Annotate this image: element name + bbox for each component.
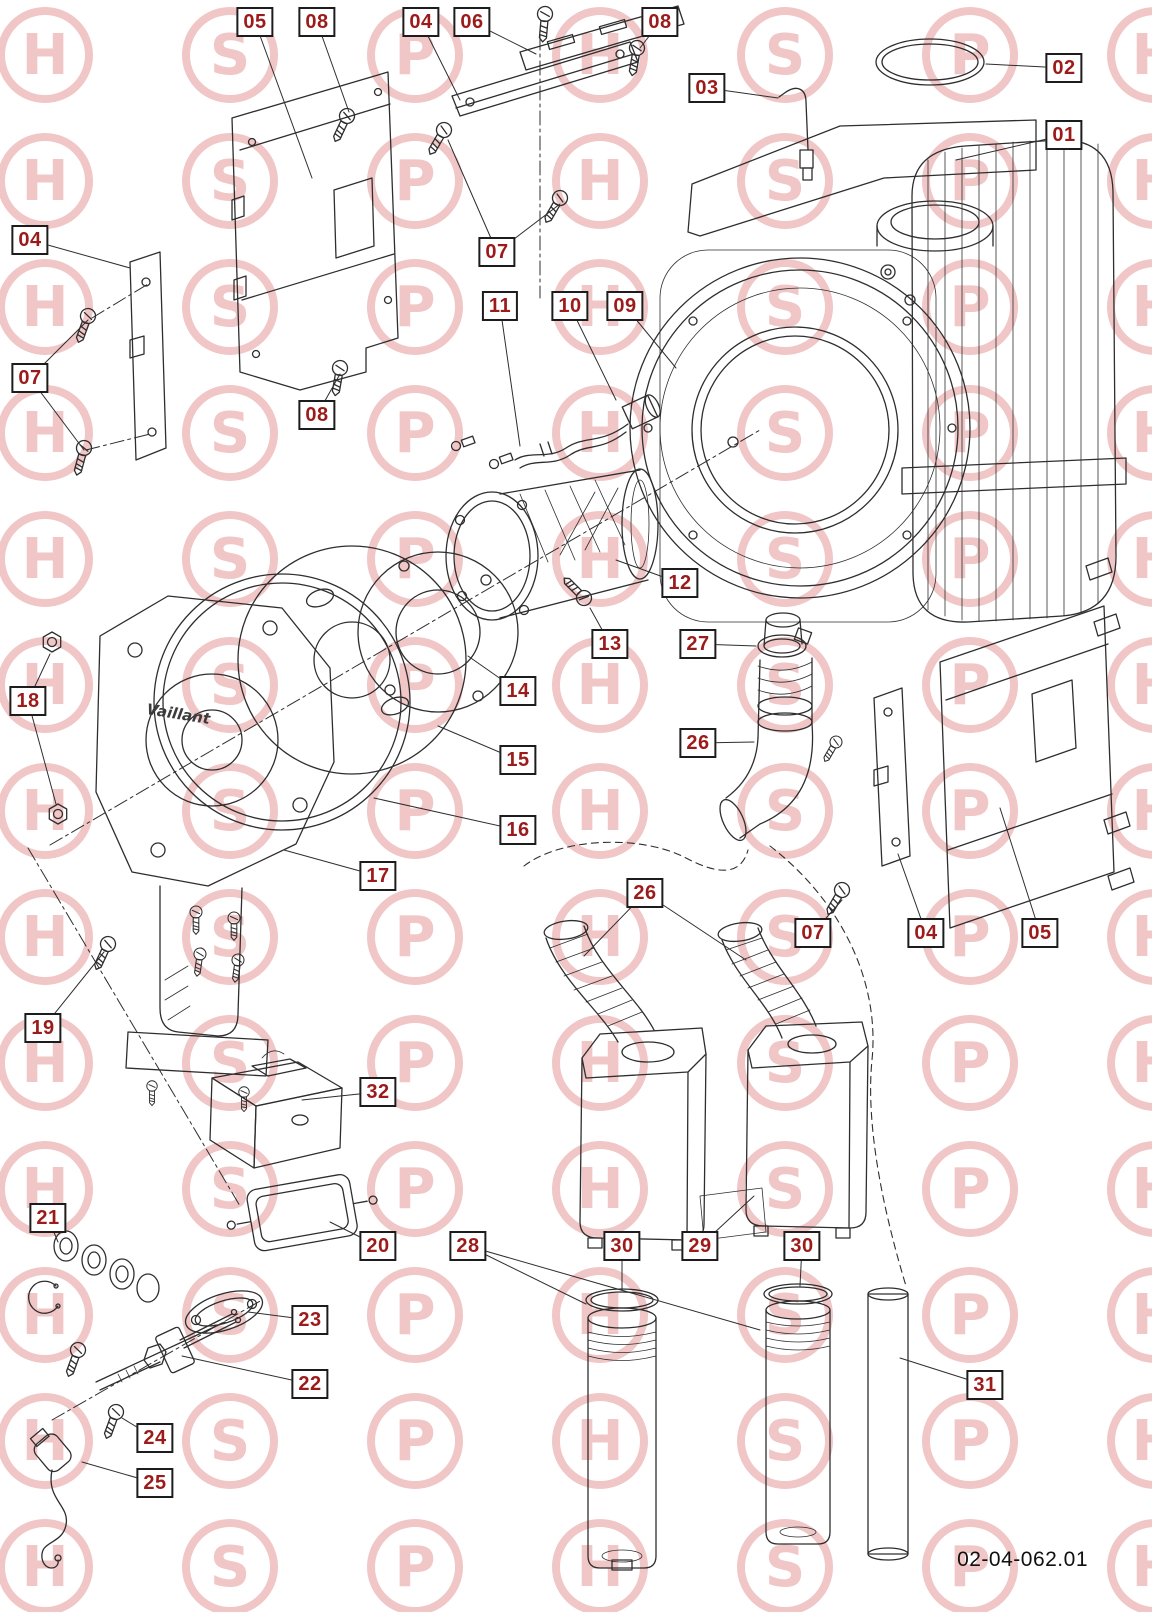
callout-08: 08 bbox=[298, 400, 336, 430]
callout-26: 26 bbox=[626, 878, 664, 908]
corrugated-pipe bbox=[867, 1287, 909, 1561]
callout-26: 26 bbox=[679, 728, 717, 758]
centre-lines bbox=[27, 35, 907, 1421]
callout-04: 04 bbox=[402, 7, 440, 37]
hose-clamp-and-elbow bbox=[719, 612, 814, 842]
callout-08: 08 bbox=[298, 7, 336, 37]
callout-01: 01 bbox=[1045, 120, 1083, 150]
callout-17: 17 bbox=[359, 861, 397, 891]
callout-08: 08 bbox=[641, 7, 679, 37]
callout-28: 28 bbox=[449, 1231, 487, 1261]
callout-12: 12 bbox=[661, 568, 699, 598]
callout-13: 13 bbox=[591, 629, 629, 659]
callout-30: 30 bbox=[783, 1231, 821, 1261]
callout-10: 10 bbox=[551, 291, 589, 321]
ignition-electrode bbox=[95, 1308, 242, 1391]
callout-32: 32 bbox=[359, 1077, 397, 1107]
callout-03: 03 bbox=[688, 73, 726, 103]
callout-31: 31 bbox=[966, 1370, 1004, 1400]
electrode-cable bbox=[29, 1427, 72, 1569]
callout-16: 16 bbox=[499, 815, 537, 845]
callout-25: 25 bbox=[136, 1468, 174, 1498]
heat-exchanger-body bbox=[629, 119, 1127, 623]
callout-02: 02 bbox=[1045, 53, 1083, 83]
flange-gasket bbox=[357, 551, 519, 713]
callout-07: 07 bbox=[794, 918, 832, 948]
callout-04: 04 bbox=[907, 918, 945, 948]
filter-cartridge-left bbox=[585, 1288, 659, 1571]
insulation-disc bbox=[237, 545, 467, 775]
right-bracket bbox=[819, 687, 911, 867]
callout-05: 05 bbox=[1021, 918, 1059, 948]
flue-gasket bbox=[875, 38, 985, 86]
left-bracket bbox=[129, 251, 167, 461]
callout-24: 24 bbox=[136, 1423, 174, 1453]
door-seal-ring bbox=[153, 573, 411, 831]
right-panel bbox=[939, 557, 1135, 929]
corrugated-hoses bbox=[543, 919, 817, 1043]
diagram-ref-number: 02-04-062.01 bbox=[957, 1548, 1088, 1571]
callout-07: 07 bbox=[478, 237, 516, 267]
callout-09: 09 bbox=[606, 291, 644, 321]
callout-30: 30 bbox=[603, 1231, 641, 1261]
left-panel bbox=[231, 71, 399, 391]
callout-19: 19 bbox=[24, 1013, 62, 1043]
electrode-gasket bbox=[184, 1290, 264, 1334]
callout-18: 18 bbox=[9, 686, 47, 716]
sight-glass-kit bbox=[28, 1230, 160, 1314]
callout-07: 07 bbox=[11, 363, 49, 393]
callout-06: 06 bbox=[453, 7, 491, 37]
ignition-wire bbox=[778, 87, 814, 181]
callout-20: 20 bbox=[359, 1231, 397, 1261]
callout-29: 29 bbox=[681, 1231, 719, 1261]
callout-21: 21 bbox=[29, 1203, 67, 1233]
callout-11: 11 bbox=[481, 291, 519, 321]
callout-05: 05 bbox=[236, 7, 274, 37]
silencer-right bbox=[699, 1021, 869, 1241]
callout-14: 14 bbox=[499, 676, 537, 706]
callout-15: 15 bbox=[499, 745, 537, 775]
valve-gasket bbox=[226, 1174, 378, 1252]
burner-tube bbox=[445, 468, 659, 621]
callout-22: 22 bbox=[291, 1369, 329, 1399]
callout-23: 23 bbox=[291, 1305, 329, 1335]
filter-cartridge-right bbox=[763, 1283, 833, 1545]
callout-04: 04 bbox=[11, 225, 49, 255]
gas-valve bbox=[209, 1050, 343, 1169]
callout-27: 27 bbox=[679, 629, 717, 659]
electrode-cables bbox=[450, 394, 661, 470]
silencer-left bbox=[579, 1027, 707, 1251]
